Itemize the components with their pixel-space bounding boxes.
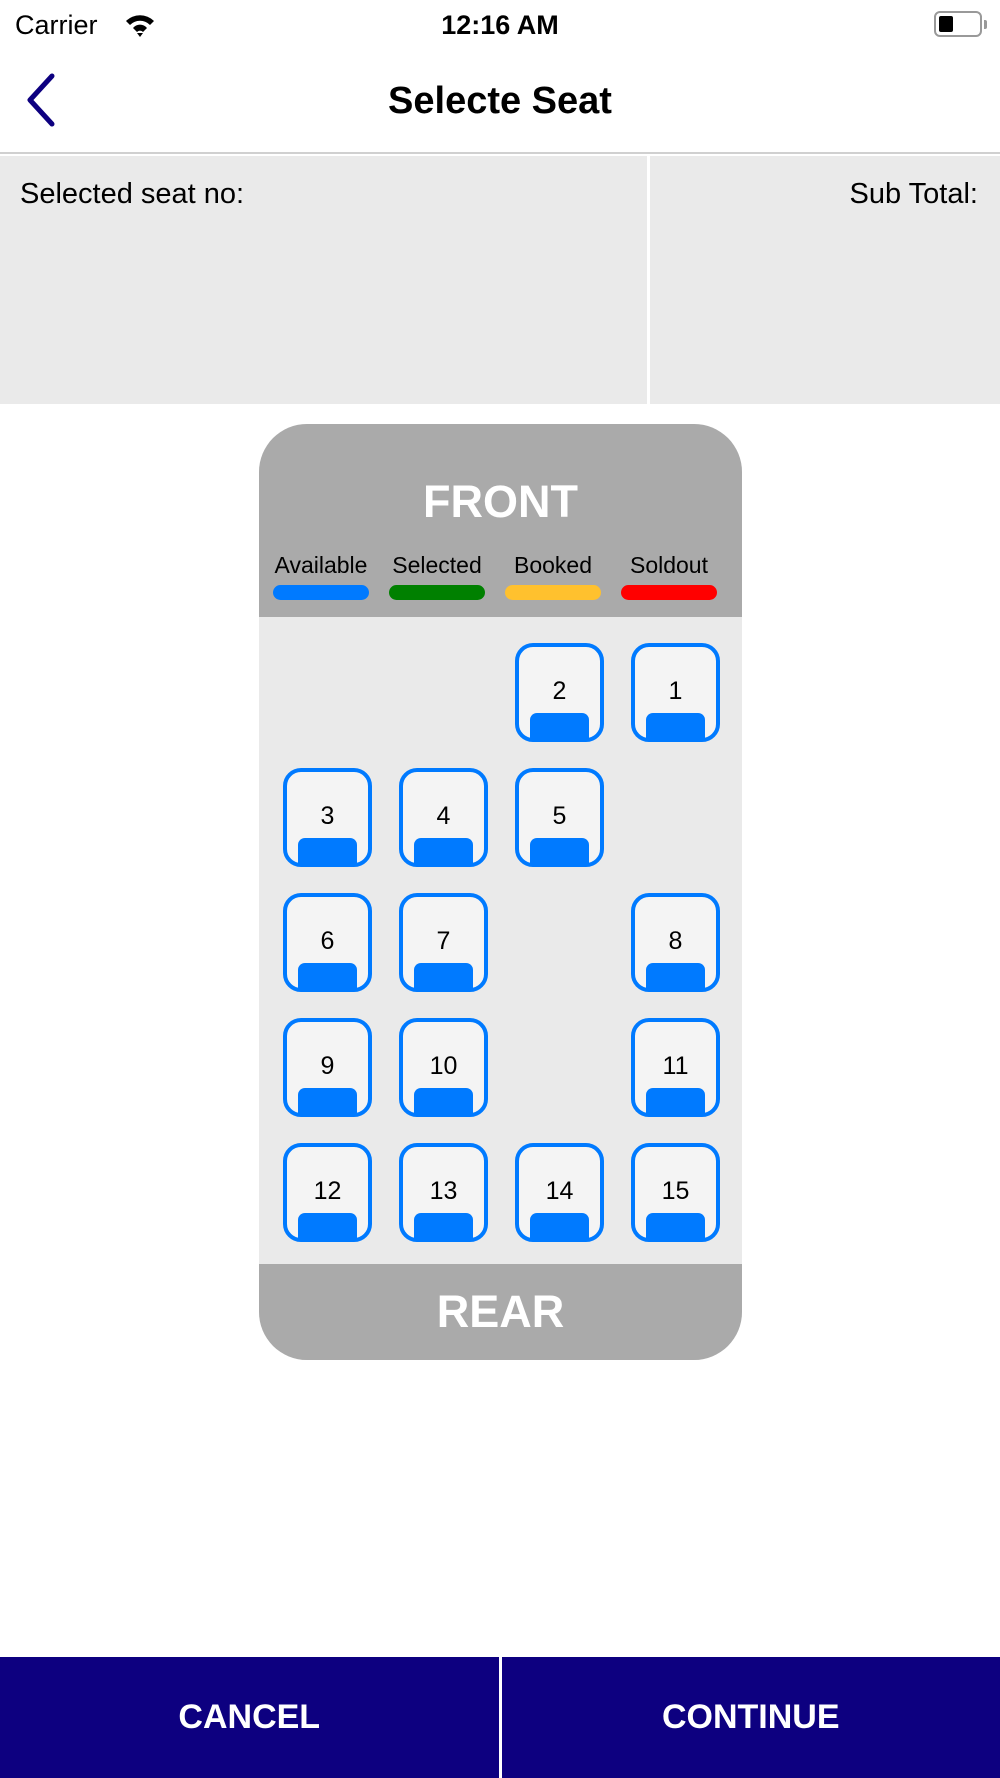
seat-number: 3	[320, 802, 335, 830]
subtotal-label: Sub Total:	[849, 178, 978, 210]
legend-label: Soldout	[629, 552, 708, 578]
seat-number: 6	[320, 927, 335, 955]
clock: 12:16 AM	[441, 10, 559, 40]
seat-number: 11	[662, 1052, 689, 1080]
empty-space	[515, 893, 604, 992]
back-button[interactable]	[22, 72, 72, 132]
seat-number: 13	[429, 1177, 458, 1205]
battery-icon	[934, 11, 987, 37]
seat-3[interactable]: 3	[283, 768, 372, 867]
status-bar: Carrier 12:16 AM	[0, 0, 1000, 50]
seat-10[interactable]: 10	[399, 1018, 488, 1117]
seat-number: 14	[545, 1177, 574, 1205]
seat-cushion-icon	[646, 713, 705, 739]
seat-number: 1	[668, 677, 683, 705]
seat-12[interactable]: 12	[283, 1143, 372, 1242]
page-title: Selecte Seat	[388, 80, 612, 122]
seat-number: 10	[429, 1052, 458, 1080]
seat-number: 4	[436, 802, 451, 830]
seat-cushion-icon	[530, 838, 589, 864]
empty-space	[399, 643, 488, 742]
legend-swatch	[505, 585, 601, 600]
action-bar: CANCEL CONTINUE	[0, 1657, 1000, 1778]
seat-number: 5	[552, 802, 567, 830]
chevron-left-icon	[27, 73, 55, 127]
seat-7[interactable]: 7	[399, 893, 488, 992]
empty-space	[515, 1018, 604, 1117]
seat-cushion-icon	[414, 1088, 473, 1114]
seat-cushion-icon	[298, 1213, 357, 1239]
legend-label: Selected	[392, 552, 482, 578]
seat-1[interactable]: 1	[631, 643, 720, 742]
selected-seat-label: Selected seat no:	[20, 178, 245, 210]
seat-number: 12	[313, 1177, 342, 1205]
selection-summary: Selected seat no: Sub Total:	[0, 156, 1000, 404]
front-header: FRONT Available Selected Booked Soldout	[259, 424, 742, 617]
seat-2[interactable]: 2	[515, 643, 604, 742]
seat-cushion-icon	[298, 1088, 357, 1114]
seat-11[interactable]: 11	[631, 1018, 720, 1117]
seat-number: 9	[320, 1052, 335, 1080]
seat-cushion-icon	[530, 713, 589, 739]
empty-space	[283, 643, 372, 742]
seat-13[interactable]: 13	[399, 1143, 488, 1242]
legend-item: Available	[273, 552, 369, 600]
rear-label: REAR	[259, 1264, 742, 1360]
seat-number: 2	[552, 677, 567, 705]
wifi-icon	[126, 15, 154, 38]
seat-cushion-icon	[646, 1213, 705, 1239]
seat-number: 15	[661, 1177, 690, 1205]
seat-cushion-icon	[646, 963, 705, 989]
continue-button[interactable]: CONTINUE	[661, 1698, 840, 1736]
cancel-button[interactable]: CANCEL	[178, 1698, 321, 1736]
seat-cushion-icon	[646, 1088, 705, 1114]
legend-item: Soldout	[621, 552, 717, 600]
seat-15[interactable]: 15	[631, 1143, 720, 1242]
seat-6[interactable]: 6	[283, 893, 372, 992]
empty-space	[631, 768, 720, 867]
seat-cushion-icon	[414, 1213, 473, 1239]
legend-swatch	[389, 585, 485, 600]
seat-cushion-icon	[298, 963, 357, 989]
front-label: FRONT	[423, 476, 578, 527]
legend-label: Available	[274, 552, 368, 578]
legend-swatch	[621, 585, 717, 600]
seat-cushion-icon	[414, 963, 473, 989]
legend-item: Booked	[505, 552, 601, 600]
seat-5[interactable]: 5	[515, 768, 604, 867]
seat-cushion-icon	[414, 838, 473, 864]
seat-9[interactable]: 9	[283, 1018, 372, 1117]
seat-number: 7	[436, 927, 451, 955]
seat-cushion-icon	[298, 838, 357, 864]
seat-number: 8	[668, 927, 683, 955]
seat-14[interactable]: 14	[515, 1143, 604, 1242]
legend: Available Selected Booked Soldout	[273, 552, 717, 600]
divider	[498, 1657, 502, 1778]
legend-label: Booked	[513, 552, 592, 578]
divider	[647, 156, 650, 404]
seat-4[interactable]: 4	[399, 768, 488, 867]
carrier-label: Carrier	[15, 10, 98, 40]
legend-swatch	[273, 585, 369, 600]
legend-item: Selected	[389, 552, 485, 600]
seat-cushion-icon	[530, 1213, 589, 1239]
nav-bar: Selecte Seat	[0, 50, 1000, 154]
seat-8[interactable]: 8	[631, 893, 720, 992]
